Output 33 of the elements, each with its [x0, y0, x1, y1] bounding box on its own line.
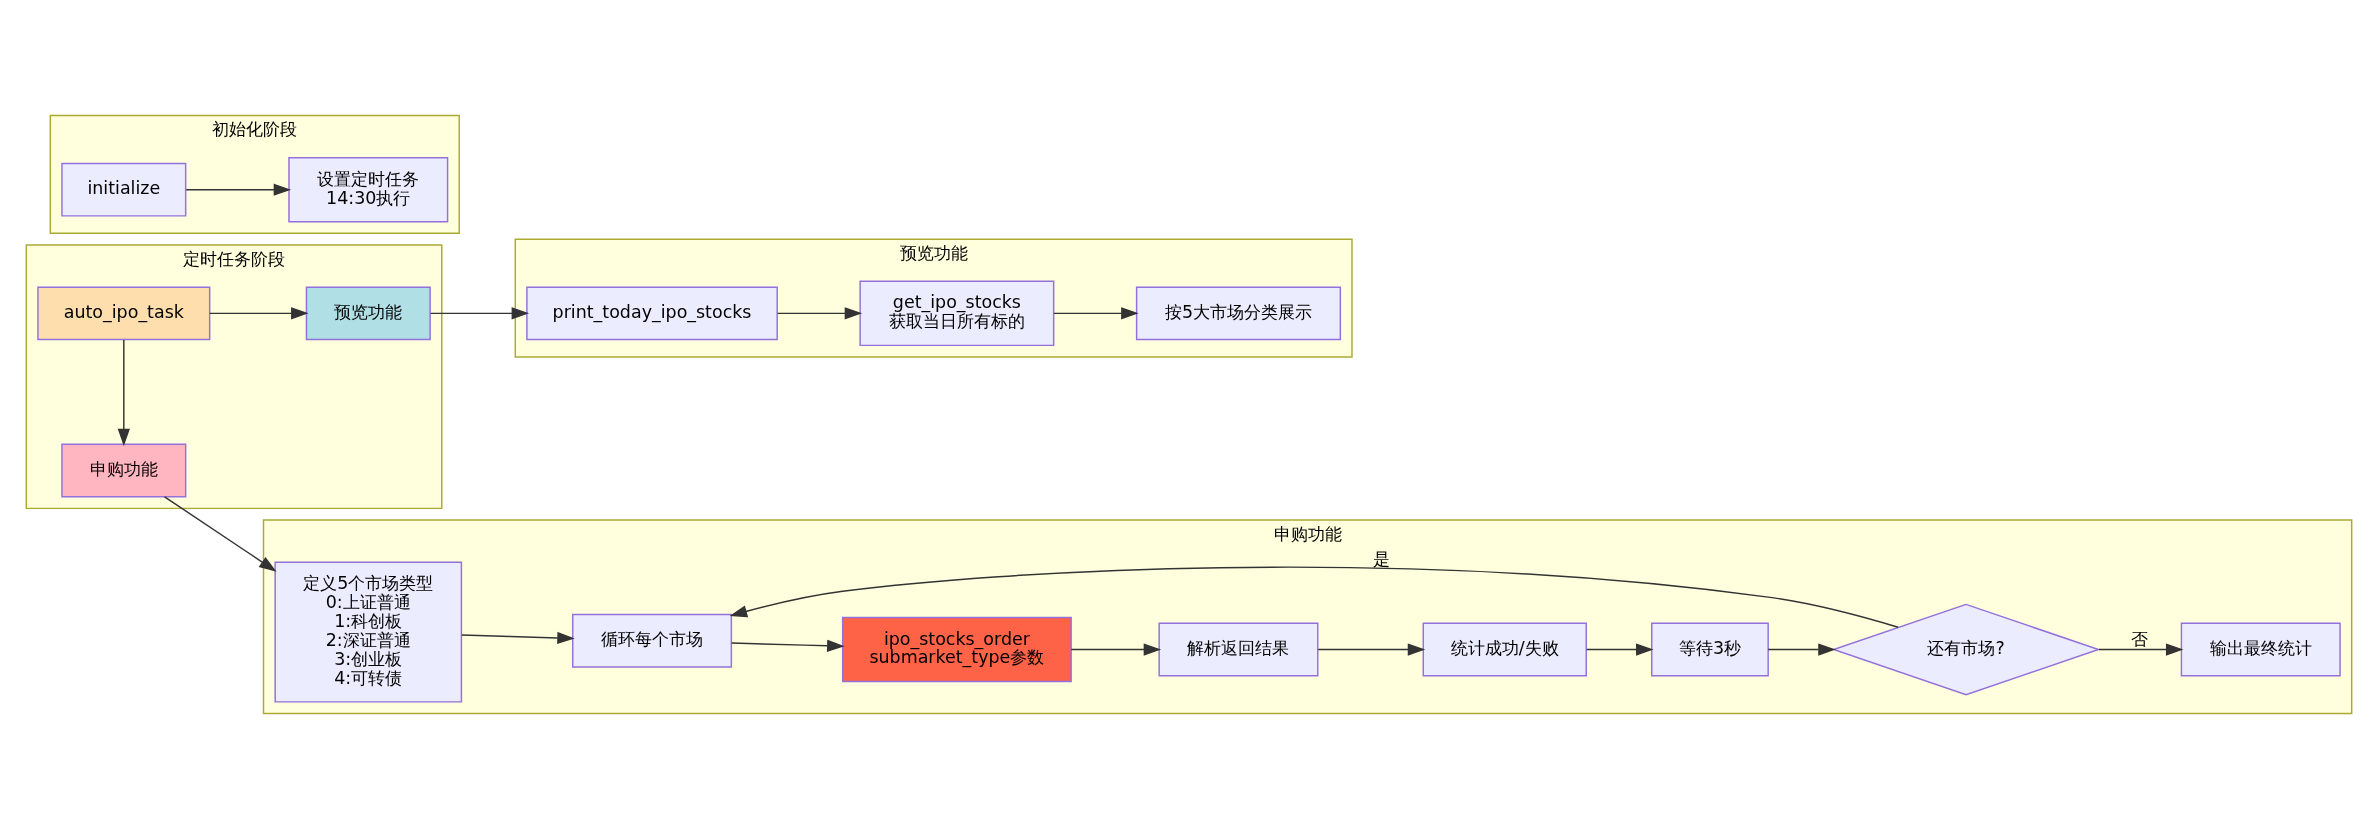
node-box: get_ipo_stocks 获取当日所有标的 — [859, 280, 1055, 346]
node-box: initialize — [61, 162, 187, 217]
arrow — [429, 306, 530, 319]
edge-label: 是 — [1373, 548, 1391, 569]
arrow — [460, 631, 575, 644]
node-box: 统计成功/失败 — [1422, 622, 1587, 676]
node-box: 等待3秒 — [1651, 622, 1769, 676]
arrow — [1053, 306, 1139, 319]
arrow — [1317, 642, 1426, 656]
node-box: 申购功能 — [61, 443, 187, 497]
arrow — [729, 565, 1899, 628]
arrow — [1070, 642, 1162, 656]
arrow — [117, 338, 130, 446]
node-box: ipo_stocks_order submarket_type参数 — [841, 616, 1072, 682]
node-box: 定义5个市场类型 0:上证普通 1:科创板 2:深证普通 3:创业板 4:可转债 — [274, 560, 463, 703]
arrow — [209, 306, 309, 319]
node-box: 循环每个市场 — [572, 613, 733, 668]
arrow — [730, 639, 845, 652]
node-diamond: 还有市场? — [1831, 603, 2101, 695]
node-box: 设置定时任务 14:30执行 — [288, 156, 449, 222]
arrow — [2098, 642, 2184, 656]
arrow — [1586, 642, 1654, 656]
node-box: 解析返回结果 — [1158, 622, 1319, 676]
node-box: 输出最终统计 — [2180, 622, 2341, 676]
node-box: 预览功能 — [305, 285, 431, 340]
node-box: auto_ipo_task — [37, 285, 211, 340]
arrow — [163, 495, 277, 572]
arrow — [185, 183, 292, 196]
arrow — [1767, 642, 1836, 656]
node-box: print_today_ipo_stocks — [526, 285, 778, 340]
edge-label: 否 — [2131, 628, 2149, 649]
node-box: 按5大市场分类展示 — [1135, 285, 1342, 340]
arrow — [776, 306, 863, 319]
